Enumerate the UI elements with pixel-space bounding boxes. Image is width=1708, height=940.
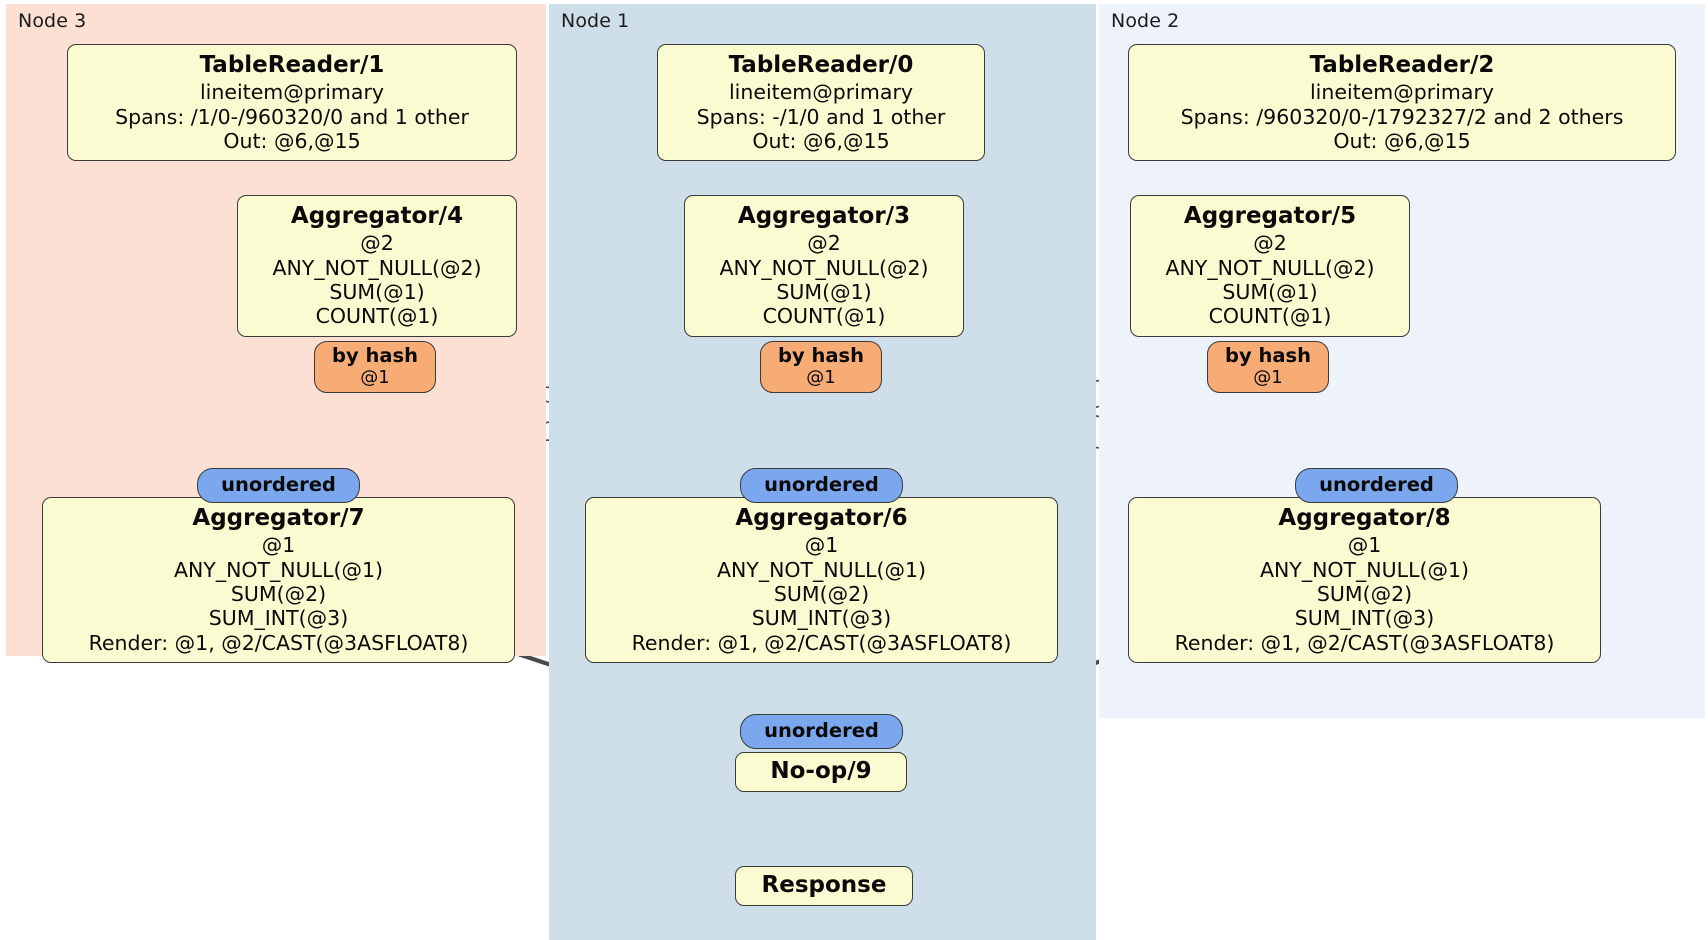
processor-line: lineitem@primary <box>199 80 385 105</box>
processor-line: Out: @6,@15 <box>223 128 361 153</box>
processor-line: ANY_NOT_NULL(@2) <box>272 255 482 280</box>
router-title: by hash <box>332 344 418 367</box>
processor-table-reader-2[interactable]: TableReader/2 lineitem@primary Spans: /9… <box>1128 44 1676 162</box>
router-title: by hash <box>1225 344 1311 367</box>
processor-title: TableReader/0 <box>728 52 914 78</box>
processor-line: COUNT(@1) <box>1208 304 1332 329</box>
processor-line: Out: @6,@15 <box>1333 128 1471 153</box>
processor-aggregator-7[interactable]: Aggregator/7 @1 ANY_NOT_NULL(@1) SUM(@2)… <box>42 497 515 664</box>
router-column: @1 <box>806 366 836 388</box>
processor-line: SUM(@2) <box>230 581 327 606</box>
processor-line: SUM_INT(@3) <box>1294 606 1435 631</box>
processor-line: @1 <box>804 533 839 558</box>
synchronizer-label: unordered <box>221 473 336 496</box>
processor-line: SUM(@1) <box>1222 279 1318 304</box>
processor-title: Aggregator/4 <box>290 203 464 229</box>
router-by-hash-right[interactable]: by hash @1 <box>1207 341 1329 394</box>
processor-line: Spans: -/1/0 and 1 other <box>696 104 946 129</box>
synchronizer-label: unordered <box>764 473 879 496</box>
processor-response[interactable]: Response <box>735 866 913 907</box>
synchronizer-label: unordered <box>764 719 879 742</box>
processor-line: Spans: /1/0-/960320/0 and 1 other <box>115 104 469 129</box>
processor-line: @1 <box>1347 533 1382 558</box>
synchronizer-unordered-center[interactable]: unordered <box>740 468 903 503</box>
processor-render-line: Render: @1, @2/CAST(@3ASFLOAT8) <box>1174 630 1555 655</box>
processor-line: @2 <box>360 231 394 256</box>
processor-aggregator-4[interactable]: Aggregator/4 @2 ANY_NOT_NULL(@2) SUM(@1)… <box>237 195 517 337</box>
processor-line: COUNT(@1) <box>315 304 439 329</box>
processor-line: COUNT(@1) <box>762 304 886 329</box>
processor-no-op-9[interactable]: No-op/9 <box>735 752 907 793</box>
processor-line: lineitem@primary <box>1309 80 1495 105</box>
processor-line: Spans: /960320/0-/1792327/2 and 2 others <box>1180 104 1624 129</box>
router-by-hash-left[interactable]: by hash @1 <box>314 341 436 394</box>
processor-line: ANY_NOT_NULL(@2) <box>719 255 929 280</box>
router-column: @1 <box>1253 366 1283 388</box>
processor-line: ANY_NOT_NULL(@1) <box>716 557 927 582</box>
processor-title: Aggregator/8 <box>1278 505 1451 531</box>
router-title: by hash <box>778 344 864 367</box>
processor-line: SUM_INT(@3) <box>208 606 349 631</box>
processor-table-reader-0[interactable]: TableReader/0 lineitem@primary Spans: -/… <box>657 44 985 162</box>
router-column: @1 <box>360 366 390 388</box>
processor-line: Out: @6,@15 <box>752 128 890 153</box>
processor-line: lineitem@primary <box>728 80 914 105</box>
processor-title: Response <box>761 872 887 898</box>
node-panel-label-node3: Node 3 <box>18 10 87 32</box>
processor-title: Aggregator/6 <box>735 505 908 531</box>
synchronizer-unordered-right[interactable]: unordered <box>1295 468 1458 503</box>
processor-line: ANY_NOT_NULL(@1) <box>1259 557 1470 582</box>
node-panel-label-node1: Node 1 <box>561 10 630 32</box>
processor-line: SUM(@2) <box>1316 581 1413 606</box>
router-by-hash-center[interactable]: by hash @1 <box>760 341 882 394</box>
processor-title: TableReader/2 <box>1309 52 1495 78</box>
node-panel-label-node2: Node 2 <box>1111 10 1180 32</box>
processor-title: Aggregator/7 <box>192 505 365 531</box>
processor-title: Aggregator/5 <box>1183 203 1357 229</box>
processor-title: Aggregator/3 <box>737 203 911 229</box>
processor-line: @2 <box>1253 231 1287 256</box>
processor-line: @1 <box>261 533 296 558</box>
synchronizer-label: unordered <box>1319 473 1434 496</box>
processor-line: SUM(@1) <box>329 279 425 304</box>
processor-render-line: Render: @1, @2/CAST(@3ASFLOAT8) <box>631 630 1012 655</box>
synchronizer-unordered-final[interactable]: unordered <box>740 714 903 749</box>
processor-aggregator-6[interactable]: Aggregator/6 @1 ANY_NOT_NULL(@1) SUM(@2)… <box>585 497 1058 664</box>
processor-line: ANY_NOT_NULL(@2) <box>1165 255 1375 280</box>
processor-aggregator-3[interactable]: Aggregator/3 @2 ANY_NOT_NULL(@2) SUM(@1)… <box>684 195 964 337</box>
processor-aggregator-5[interactable]: Aggregator/5 @2 ANY_NOT_NULL(@2) SUM(@1)… <box>1130 195 1410 337</box>
processor-aggregator-8[interactable]: Aggregator/8 @1 ANY_NOT_NULL(@1) SUM(@2)… <box>1128 497 1601 664</box>
processor-title: TableReader/1 <box>199 52 385 78</box>
processor-title: No-op/9 <box>770 758 872 784</box>
processor-line: SUM(@2) <box>773 581 870 606</box>
processor-table-reader-1[interactable]: TableReader/1 lineitem@primary Spans: /1… <box>67 44 517 162</box>
processor-line: ANY_NOT_NULL(@1) <box>173 557 384 582</box>
processor-line: SUM_INT(@3) <box>751 606 892 631</box>
synchronizer-unordered-left[interactable]: unordered <box>197 468 360 503</box>
processor-render-line: Render: @1, @2/CAST(@3ASFLOAT8) <box>88 630 469 655</box>
processor-line: @2 <box>807 231 841 256</box>
processor-line: SUM(@1) <box>776 279 872 304</box>
